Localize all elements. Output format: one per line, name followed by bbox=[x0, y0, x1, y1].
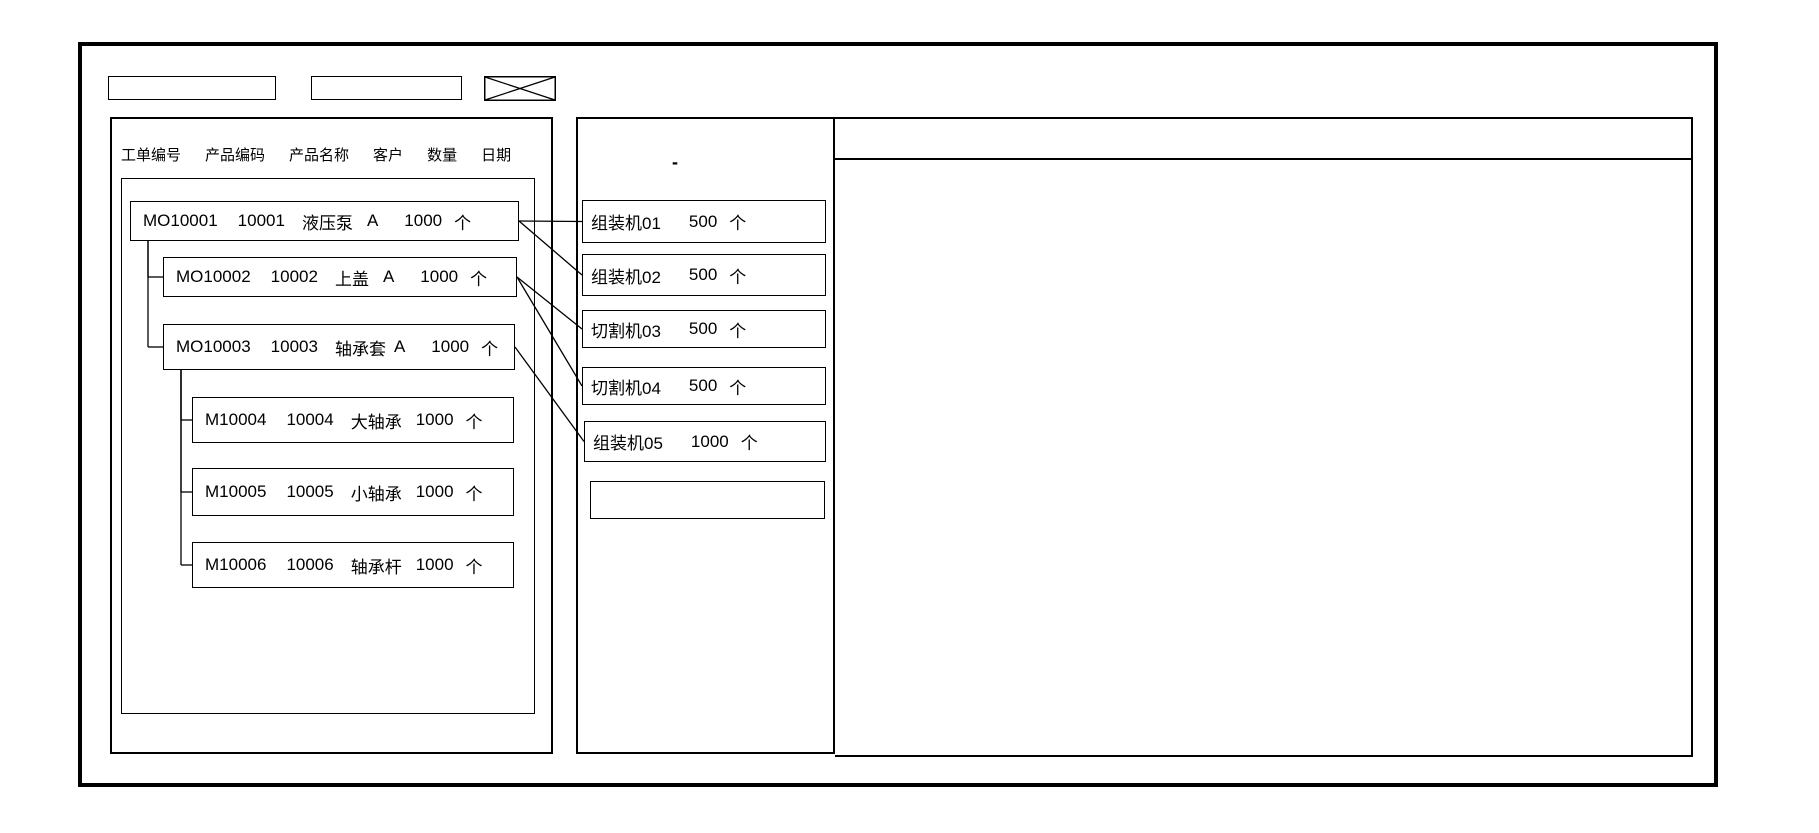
unit: 个 bbox=[729, 378, 747, 398]
machine-name: 组装机05 bbox=[593, 434, 663, 453]
unit: 个 bbox=[470, 269, 488, 289]
order-box-M10004[interactable]: M10004 10004 大轴承 1000 个 bbox=[192, 397, 514, 443]
column-order-no: 工单编号 bbox=[121, 147, 182, 164]
detail-panel bbox=[835, 117, 1693, 757]
close-button[interactable] bbox=[484, 76, 556, 101]
product-name: 液压泵 bbox=[301, 213, 353, 233]
order-box-M10005[interactable]: M10005 10005 小轴承 1000 个 bbox=[192, 468, 514, 516]
order-box-MO10003[interactable]: MO10003 10003 轴承套 A 1000 个 bbox=[163, 324, 515, 370]
machine-name: 切割机04 bbox=[591, 378, 661, 398]
column-product-name: 产品名称 bbox=[289, 147, 350, 164]
product-name: 轴承套 bbox=[334, 339, 386, 359]
order-no: M10006 bbox=[205, 555, 267, 574]
machine-qty: 500 bbox=[688, 265, 718, 284]
order-no: MO10002 bbox=[176, 267, 251, 286]
column-qty: 数量 bbox=[427, 147, 458, 164]
machine-qty: 500 bbox=[688, 319, 718, 338]
dash-mark: - bbox=[672, 152, 678, 172]
unit: 个 bbox=[740, 434, 758, 453]
unit: 个 bbox=[465, 557, 483, 577]
quantity: 1000 bbox=[415, 555, 454, 574]
product-name: 小轴承 bbox=[350, 484, 402, 504]
column-customer: 客户 bbox=[373, 147, 404, 164]
quantity: 1000 bbox=[404, 211, 443, 230]
machine-box-01[interactable]: 组装机01 500 个 bbox=[582, 200, 826, 243]
customer: A bbox=[393, 337, 406, 356]
x-cross-icon bbox=[484, 76, 556, 101]
product-code: 10001 bbox=[237, 211, 285, 230]
product-name: 轴承杆 bbox=[350, 557, 402, 577]
machine-qty: 500 bbox=[688, 376, 718, 395]
order-no: M10004 bbox=[205, 410, 267, 429]
detail-panel-header bbox=[835, 119, 1691, 160]
quantity: 1000 bbox=[431, 337, 470, 356]
machine-box-04[interactable]: 切割机04 500 个 bbox=[582, 367, 826, 405]
order-no: MO10003 bbox=[176, 337, 251, 356]
machine-box-02[interactable]: 组装机02 500 个 bbox=[582, 254, 826, 296]
product-code: 10003 bbox=[270, 337, 318, 356]
machine-box-empty[interactable] bbox=[590, 481, 825, 519]
order-box-MO10001[interactable]: MO10001 10001 液压泵 A 1000 个 bbox=[130, 201, 519, 241]
quantity: 1000 bbox=[420, 267, 459, 286]
order-box-M10006[interactable]: M10006 10006 轴承杆 1000 个 bbox=[192, 542, 514, 588]
unit: 个 bbox=[729, 321, 747, 341]
order-no: MO10001 bbox=[143, 211, 218, 230]
machine-box-03[interactable]: 切割机03 500 个 bbox=[582, 310, 826, 348]
product-name: 上盖 bbox=[334, 269, 369, 289]
quantity: 1000 bbox=[415, 482, 454, 501]
machine-qty: 1000 bbox=[690, 431, 729, 451]
product-code: 10005 bbox=[286, 482, 334, 501]
machine-name: 切割机03 bbox=[591, 321, 661, 341]
unit: 个 bbox=[481, 339, 499, 359]
product-code: 10006 bbox=[286, 555, 334, 574]
machine-box-05[interactable]: 组装机05 1000 个 bbox=[584, 421, 826, 462]
unit: 个 bbox=[465, 484, 483, 504]
orders-table-header: 工单编号 产品编码 产品名称 客户 数量 日期 bbox=[121, 144, 511, 165]
order-box-MO10002[interactable]: MO10002 10002 上盖 A 1000 个 bbox=[163, 257, 517, 297]
machine-name: 组装机02 bbox=[591, 267, 661, 287]
order-no: M10005 bbox=[205, 482, 267, 501]
column-date: 日期 bbox=[481, 147, 512, 164]
machine-name: 组装机01 bbox=[591, 214, 661, 233]
unit: 个 bbox=[465, 412, 483, 432]
toolbar-field-1[interactable] bbox=[108, 76, 276, 100]
quantity: 1000 bbox=[415, 410, 454, 429]
unit: 个 bbox=[729, 214, 747, 233]
toolbar-field-2[interactable] bbox=[311, 76, 462, 100]
machine-qty: 500 bbox=[688, 211, 718, 231]
customer: A bbox=[366, 211, 379, 230]
product-code: 10002 bbox=[270, 267, 318, 286]
customer: A bbox=[382, 267, 395, 286]
unit: 个 bbox=[454, 213, 472, 233]
unit: 个 bbox=[729, 267, 747, 287]
column-product-code: 产品编码 bbox=[205, 147, 266, 164]
product-code: 10004 bbox=[286, 410, 334, 429]
product-name: 大轴承 bbox=[350, 412, 402, 432]
